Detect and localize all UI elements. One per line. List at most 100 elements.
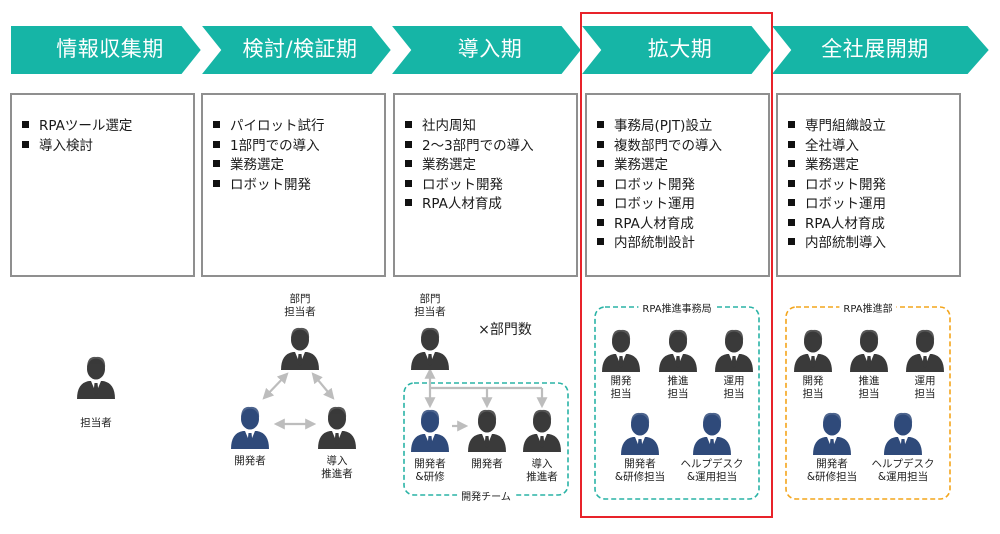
list-item: ロボット開発 — [213, 176, 325, 196]
person-label: 開発者 — [471, 458, 503, 470]
person-icon — [715, 329, 753, 372]
phase-title: 導入期 — [457, 37, 523, 61]
phase-title: 検討/検証期 — [242, 37, 358, 61]
square-bullet-icon — [597, 121, 604, 128]
chevron-arrow-icon — [577, 24, 774, 76]
person-icon — [659, 329, 697, 372]
phase-title: 全社展開期 — [821, 37, 929, 61]
person-icon — [813, 412, 851, 455]
highlight-frame — [580, 12, 773, 518]
person-icon — [794, 329, 832, 372]
list-item: 複数部門での導入 — [597, 137, 722, 157]
list-item: ロボット運用 — [788, 195, 886, 215]
square-bullet-icon — [213, 160, 220, 167]
list-item: 導入検討 — [22, 137, 132, 157]
list-item: RPA人材育成 — [405, 195, 534, 215]
list-item: 1部門での導入 — [213, 137, 325, 157]
square-bullet-icon — [788, 199, 795, 206]
chevron-arrow-icon — [387, 24, 584, 76]
rpa-office-title: RPA推進事務局 — [638, 300, 716, 315]
list-item: 業務選定 — [405, 156, 534, 176]
square-bullet-icon — [788, 160, 795, 167]
square-bullet-icon — [597, 218, 604, 226]
person-label: 開発者 — [234, 455, 266, 467]
person-label: ヘルプデスク&運用担当 — [680, 458, 744, 483]
person-icon — [281, 327, 319, 370]
square-bullet-icon — [213, 121, 220, 128]
person-label: 部門担当者 — [284, 293, 316, 318]
list-item: 業務選定 — [597, 156, 722, 176]
phase-title: 拡大期 — [647, 37, 713, 61]
list-item: RPA人材育成 — [597, 215, 722, 235]
list-item: 2～3部門での導入 — [405, 137, 534, 157]
list-item: 業務選定 — [213, 156, 325, 176]
square-bullet-icon — [22, 140, 29, 148]
double-arrow-icon — [262, 372, 289, 400]
square-bullet-icon — [597, 160, 604, 167]
person-label: 部門担当者 — [414, 293, 446, 318]
list-item: 業務選定 — [788, 156, 886, 176]
list-item: RPAツール選定 — [22, 117, 132, 137]
person-icon — [693, 412, 731, 455]
org-diagrams — [77, 306, 951, 500]
person-label: 推進担当 — [667, 375, 689, 400]
square-bullet-icon — [597, 179, 604, 187]
square-bullet-icon — [405, 140, 412, 148]
person-icon — [318, 406, 356, 449]
person-label: 推進担当 — [858, 375, 880, 400]
square-bullet-icon — [788, 121, 795, 128]
list-item: ロボット開発 — [788, 176, 886, 196]
square-bullet-icon — [405, 199, 412, 206]
list-item: 内部統制導入 — [788, 234, 886, 254]
person-icon — [411, 409, 449, 452]
person-label: 担当者 — [80, 417, 112, 429]
person-icon — [906, 329, 944, 372]
phase-item-list: RPAツール選定導入検討 — [22, 117, 132, 156]
person-label: 開発者&研修 — [414, 458, 446, 483]
multiplier-label: ×部門数 — [478, 322, 532, 338]
list-item: ロボット運用 — [597, 195, 722, 215]
person-icon — [850, 329, 888, 372]
person-icon — [411, 327, 449, 370]
list-item: 事務局(PJT)設立 — [597, 117, 722, 137]
phase-title: 情報収集期 — [56, 37, 164, 61]
person-label: 運用担当 — [723, 375, 745, 400]
double-arrow-icon — [311, 372, 335, 400]
square-bullet-icon — [788, 179, 795, 187]
list-item: ロボット開発 — [597, 176, 722, 196]
square-bullet-icon — [597, 238, 604, 245]
person-label: 導入推進者 — [526, 458, 558, 483]
person-icon — [602, 329, 640, 372]
person-label: 開発者&研修担当 — [614, 458, 666, 483]
square-bullet-icon — [405, 160, 412, 167]
chevron-arrow-icon — [9, 24, 204, 76]
list-item: ロボット開発 — [405, 176, 534, 196]
dev-team-title: 開発チーム — [457, 488, 515, 503]
list-item: RPA人材育成 — [788, 215, 886, 235]
person-icon — [884, 412, 922, 455]
person-label: 導入推進者 — [321, 455, 353, 480]
rpa-dept-title: RPA推進部 — [839, 300, 897, 315]
person-icon — [523, 409, 561, 452]
list-item: 全社導入 — [788, 137, 886, 157]
person-icon — [231, 406, 269, 449]
square-bullet-icon — [788, 218, 795, 226]
square-bullet-icon — [22, 121, 29, 128]
list-item: 内部統制設計 — [597, 234, 722, 254]
square-bullet-icon — [597, 140, 604, 148]
list-item: 専門組織設立 — [788, 117, 886, 137]
person-label: 開発者&研修担当 — [806, 458, 858, 483]
phase-box: RPAツール選定導入検討 — [10, 93, 195, 277]
square-bullet-icon — [405, 121, 412, 128]
person-icon — [468, 409, 506, 452]
phase-banner — [9, 24, 992, 76]
square-bullet-icon — [213, 179, 220, 187]
square-bullet-icon — [597, 199, 604, 206]
person-icon — [621, 412, 659, 455]
